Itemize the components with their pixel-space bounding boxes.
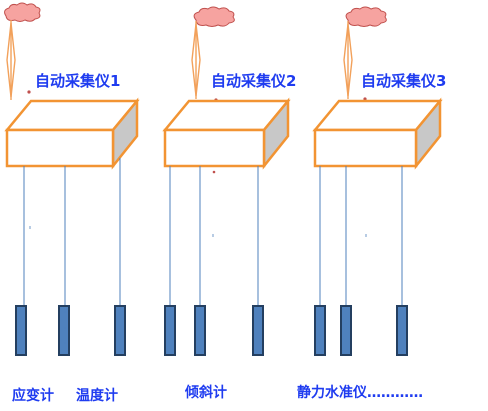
sensor-wires	[23, 158, 121, 306]
cloud-icon	[345, 6, 387, 27]
acquisition-unit-2: 自动采集仪2	[162, 6, 296, 356]
sensor-wires	[319, 166, 403, 306]
marker-dot	[212, 170, 216, 174]
inclinometer-sensor	[194, 305, 206, 356]
thermometer-sensor	[58, 305, 70, 356]
leveling-sensor	[396, 305, 408, 356]
label-thermometer: 温度计	[76, 387, 118, 404]
antenna-icon	[6, 20, 16, 100]
strain-gauge-sensor	[15, 305, 27, 356]
sensor	[252, 305, 264, 356]
cloud-icon	[4, 2, 41, 22]
unit-title: 自动采集仪3	[361, 72, 446, 90]
acquisition-unit-1: 自动采集仪1	[4, 2, 140, 356]
logger-box	[162, 97, 291, 170]
acquisition-unit-3: 自动采集仪3	[312, 6, 446, 356]
logger-box	[4, 97, 140, 170]
sensor-wires	[169, 166, 259, 306]
logger-box	[312, 97, 443, 170]
sensor	[114, 305, 126, 356]
cloud-icon	[193, 6, 235, 27]
label-strain-gauge: 应变计	[12, 387, 54, 404]
unit-title: 自动采集仪1	[35, 72, 120, 90]
leveling-sensor	[340, 305, 352, 356]
unit-title: 自动采集仪2	[211, 72, 296, 90]
antenna-icon	[191, 21, 201, 99]
leveling-sensor	[314, 305, 326, 356]
inclinometer-sensor	[164, 305, 176, 356]
label-leveling: 静力水准仪…………	[297, 384, 423, 401]
status-dot	[27, 90, 31, 94]
label-inclinometer: 倾斜计	[184, 384, 227, 401]
antenna-icon	[343, 21, 353, 99]
